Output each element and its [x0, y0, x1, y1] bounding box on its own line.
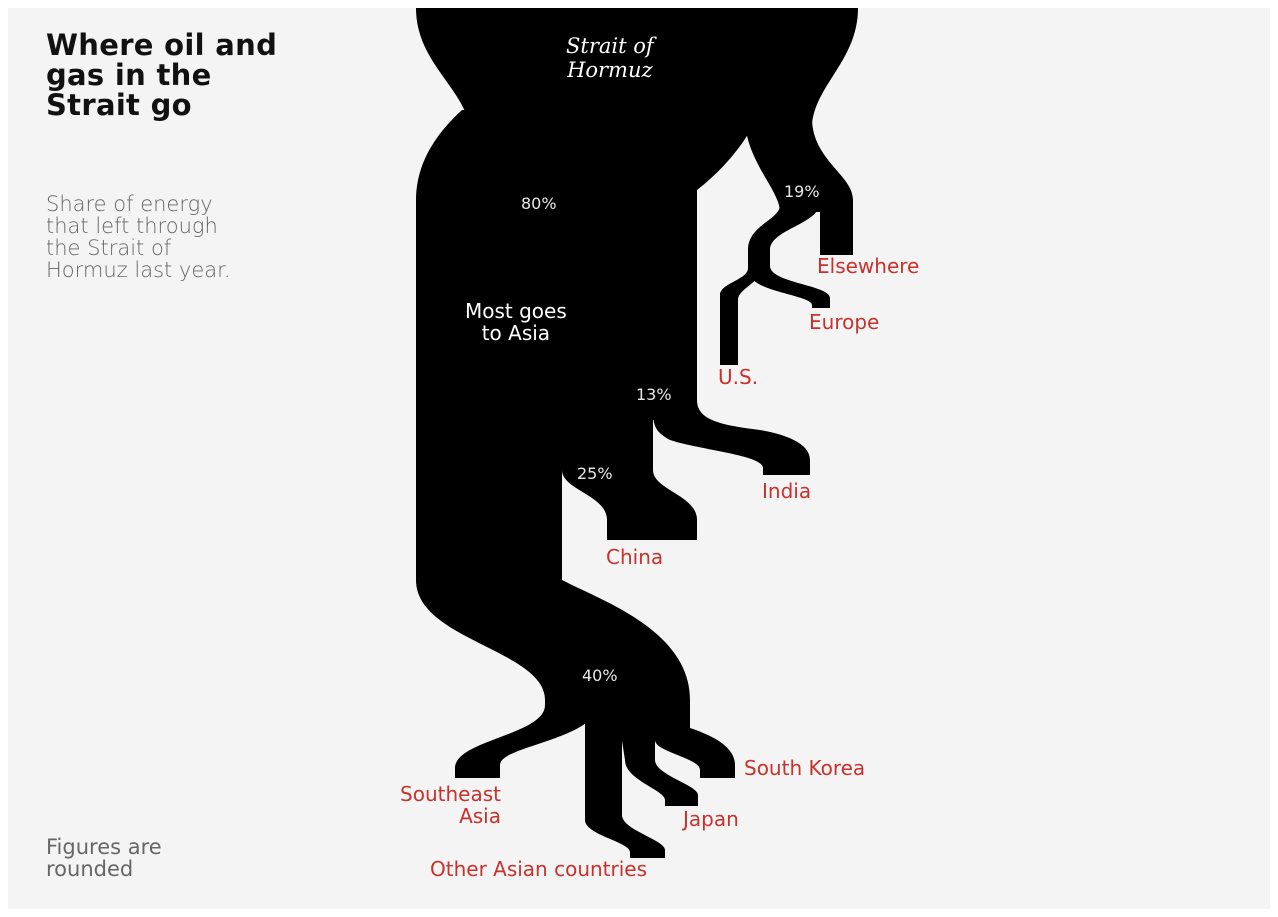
dest-japan: Japan [683, 807, 739, 831]
flow-svg [416, 8, 858, 858]
subtitle-line: Share of energy [46, 192, 213, 216]
flow-japan [618, 715, 698, 806]
asia-annotation: Most goes to Asia [465, 300, 567, 344]
subtitle-line: that left through [46, 214, 218, 238]
note-line: rounded [46, 857, 134, 881]
dest-line: Asia [459, 804, 501, 828]
flow-asia-80 [416, 110, 760, 420]
dest-elsewhere: Elsewhere [817, 254, 920, 278]
rounding-note: Figures are rounded [46, 836, 162, 880]
title-line: Strait go [46, 88, 192, 122]
sankey-diagram: Where oil and gas in the Strait go Share… [8, 8, 1270, 909]
dest-us: U.S. [718, 365, 759, 389]
note-line: Figures are [46, 835, 162, 859]
flow-europe [752, 266, 830, 308]
value-label-25: 25% [577, 464, 613, 483]
value-label-40: 40% [582, 666, 618, 685]
source-label-line: Hormuz [567, 58, 653, 82]
chart-subtitle: Share of energy that left through the St… [46, 193, 231, 281]
value-label-13: 13% [636, 385, 672, 404]
flow-elsewhere-split [748, 205, 820, 276]
value-label-19: 19% [784, 182, 820, 201]
annotation-line: to Asia [481, 321, 551, 345]
value-label-80: 80% [521, 194, 557, 213]
dest-southeast-asia: Southeast Asia [321, 783, 501, 827]
source-label-line: Strait of [566, 34, 654, 58]
dest-europe: Europe [809, 310, 880, 334]
title-line: Where oil and [46, 28, 278, 62]
source-label: Strait of Hormuz [566, 34, 654, 82]
chart-title: Where oil and gas in the Strait go [46, 30, 277, 120]
flow-strait-top [416, 8, 858, 125]
flow-rest-of-asia-40 [416, 400, 690, 722]
dest-china: China [606, 545, 664, 569]
title-line: gas in the [46, 58, 212, 92]
dest-india: India [762, 479, 812, 503]
dest-line: Southeast [400, 782, 501, 806]
flow-southeast-asia [455, 690, 600, 778]
subtitle-line: the Strait of [46, 236, 172, 260]
subtitle-line: Hormuz last year. [46, 258, 231, 282]
flow-china-25 [562, 410, 697, 540]
flow-south-korea [650, 715, 735, 778]
dest-south-korea: South Korea [744, 756, 866, 780]
flow-india-13 [653, 400, 810, 475]
dest-other-asian: Other Asian countries [430, 857, 648, 881]
flow-non-asia-19 [745, 118, 853, 255]
annotation-line: Most goes [465, 299, 567, 323]
flow-us [720, 268, 766, 365]
flow-other-asian [585, 715, 665, 858]
